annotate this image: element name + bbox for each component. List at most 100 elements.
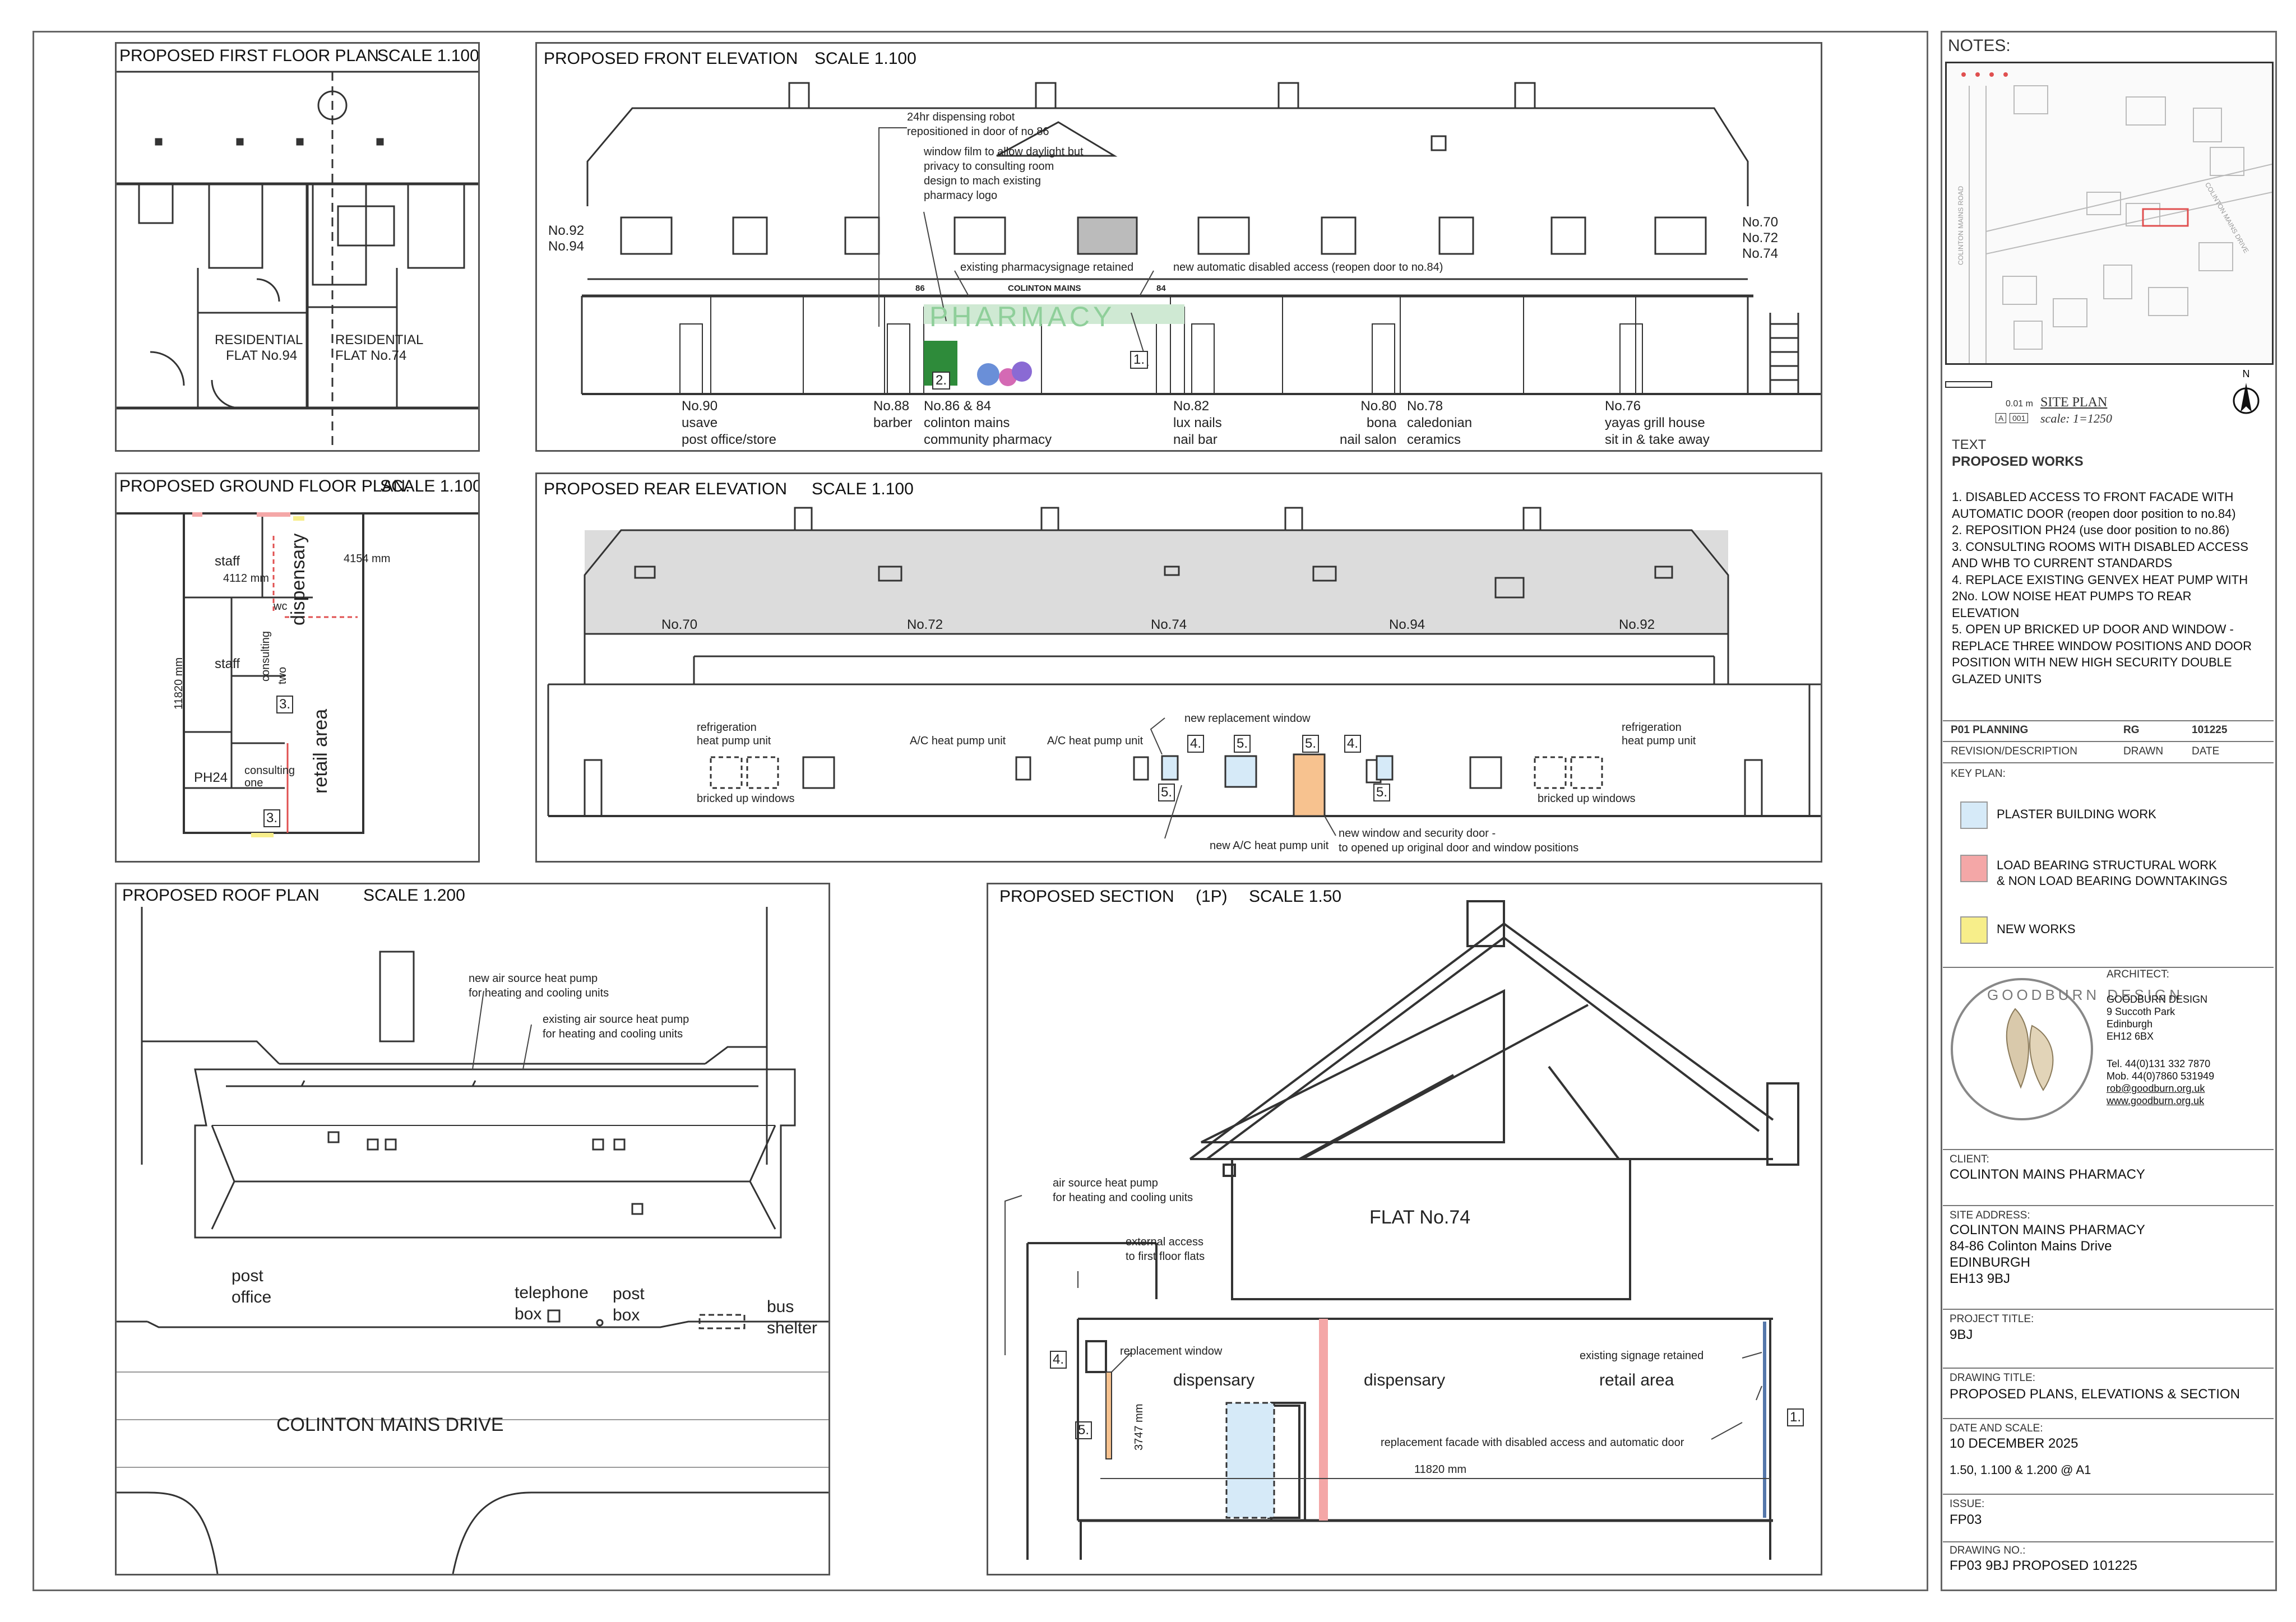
telephone-box-label: telephone box [515,1283,589,1323]
revision-drawn: RG [2123,724,2140,736]
ground-floor-title: PROPOSED GROUND FLOOR PLAN. [119,477,410,495]
drawing-no-caption: DRAWING NO.: [1950,1545,2026,1556]
title-block-border [1941,31,2277,1591]
door-note: new automatic disabled access (reopen do… [1173,261,1443,274]
rear-elevation-panel: PROPOSED REAR ELEVATION SCALE 1.100 No.7… [535,472,1822,863]
consulting-label-2: consulting [244,764,295,777]
fascia-name: COLINTON MAINS [1008,284,1081,293]
signage-note: existing pharmacysignage retained [960,261,1134,274]
section-subtitle: (1P) [1196,887,1228,906]
marker-2: 2. [932,372,951,390]
project-value: 9BJ [1950,1327,1973,1342]
new-pump-note: new air source heat pump for heating and… [469,972,609,999]
rear-marker-5b: 5. [1234,735,1251,753]
section-marker-1: 1. [1787,1408,1804,1426]
rear-elevation-title: PROPOSED REAR ELEVATION [544,480,787,498]
site-plan-drawing [1961,72,2272,363]
first-floor-title: PROPOSED FIRST FLOOR PLAN [119,47,379,65]
site-plan-ref-a: A [1996,413,2007,423]
rear-marker-4b: 4. [1344,735,1362,753]
drawing-no-value: FP03 9BJ PROPOSED 101225 [1950,1558,2137,1573]
rear-marker-5a: 5. [1158,784,1175,801]
sheet-border [33,31,1928,1591]
rear-no70: No.70 [661,617,698,632]
new-door-note: new window and security door - to opened… [1339,827,1579,854]
wc-label: wc [274,600,288,613]
section-scale: SCALE 1.50 [1249,887,1342,906]
site-plan-zero: 0.01 m [2006,399,2033,409]
first-floor-plan-panel: PROPOSED FIRST FLOOR PLAN SCALE 1.100 RE… [115,42,480,452]
site-address: COLINTON MAINS PHARMACY 84-86 Colinton M… [1950,1222,2145,1286]
ground-floor-plan-drawing [117,512,478,837]
new-window-note: new replacement window [1184,712,1311,725]
svg-text:N: N [2243,368,2250,379]
client-value: COLINTON MAINS PHARMACY [1950,1167,2145,1182]
film-note: window film to allow daylight but privac… [924,146,1084,202]
issue-value: FP03 [1950,1512,1982,1527]
revision-divider [1943,720,2274,721]
site-plan-title: SITE PLAN [2040,395,2108,410]
marker-1: 1. [1130,351,1149,369]
notes-heading: NOTES: [1948,36,2011,55]
fascia-right-num: 84 [1156,284,1166,293]
drawing-title-caption: DRAWING TITLE: [1950,1372,2036,1384]
staff-label-1: staff [215,554,240,569]
revision-code: P01 PLANNING [1951,724,2029,736]
section-title: PROPOSED SECTION [999,887,1174,906]
ground-floor-plan-panel: PROPOSED GROUND FLOOR PLAN. SCALE 1.100 … [115,472,480,863]
text-label: TEXT [1952,437,1987,452]
section-drawing [1004,900,1799,1560]
rear-marker-4a: 4. [1187,735,1205,753]
staff-label-2: staff [215,656,240,671]
architect-address: GOODBURN DESIGN 9 Succoth Park Edinburgh… [2107,994,2208,1042]
first-floor-scale: SCALE 1.100 [377,47,479,65]
front-elevation-drawing [581,82,1821,395]
front-left-numbers: No.92 No.94 [548,223,585,254]
project-caption: PROJECT TITLE: [1950,1313,2034,1325]
refrig-left-note: refrigeration heat pump unit [697,721,771,747]
front-elevation-scale: SCALE 1.100 [814,49,916,68]
two-label: two [276,666,289,684]
roof-plan-scale: SCALE 1.200 [363,886,465,905]
goodburn-logo: GOODBURN DESIGN [1948,975,2180,1124]
architect-email-link[interactable]: rob@goodburn.org.uk [2107,1083,2205,1094]
architect-website-link[interactable]: www.goodburn.org.uk [2107,1095,2205,1106]
roof-plan-drawing [117,907,828,1574]
dispensary-section-1: dispensary [1173,1371,1255,1389]
section-marker-4: 4. [1050,1351,1067,1369]
flat74-label: RESIDENTIAL FLAT No.74 [335,332,424,363]
logo-text: GOODBURN DESIGN [1987,986,2184,1003]
rear-marker-5c: 5. [1302,735,1320,753]
bricked-right-note: bricked up windows [1538,793,1636,805]
dim-11820: 11820 mm [173,657,185,710]
site-road-label: COLINTON MAINS ROAD [1957,186,1965,265]
front-right-numbers: No.70 No.72 No.74 [1742,215,1779,261]
robot-note: 24hr dispensing robot repositioned in do… [907,111,1049,138]
scales-value: 1.50, 1.100 & 1.200 @ A1 [1950,1463,2091,1477]
air-pump-note: air source heat pump for heating and coo… [1053,1177,1193,1204]
key-swatch-plaster [1960,801,1988,829]
marker-3b: 3. [263,809,281,827]
post-box-label: post box [613,1285,645,1324]
site-plan-scalebar [1945,381,1992,388]
rear-no94: No.94 [1389,617,1425,632]
key-label-structural: LOAD BEARING STRUCTURAL WORK & NON LOAD … [1997,858,2228,888]
ac-note-2: A/C heat pump unit [1047,735,1144,747]
site-plan-map: COLINTON MAINS ROAD COLINTON MAINS DRIVE [1945,62,2274,365]
site-plan-scale: scale: 1=1250 [2040,411,2112,425]
refrig-right-note: refrigeration heat pump unit [1622,721,1696,747]
shop-no82: No.82 lux nails nail bar [1173,398,1222,447]
key-swatch-structural [1960,855,1988,882]
rear-no72: No.72 [907,617,943,632]
rear-elevation-scale: SCALE 1.100 [812,480,914,498]
flat74-section-label: FLAT No.74 [1369,1207,1471,1228]
retail-area-label: retail area [310,708,331,794]
bus-shelter-label: bus shelter [767,1297,818,1337]
rear-marker-5d: 5. [1373,784,1391,801]
site-plan-ref-num: 001 [2010,413,2029,423]
facade-note: replacement facade with disabled access … [1381,1436,1684,1449]
pharmacy-sign: PHARMACY [929,301,1115,332]
ph24-label: PH24 [194,770,228,785]
key-swatch-new-works [1960,916,1988,944]
rear-no92: No.92 [1619,617,1655,632]
